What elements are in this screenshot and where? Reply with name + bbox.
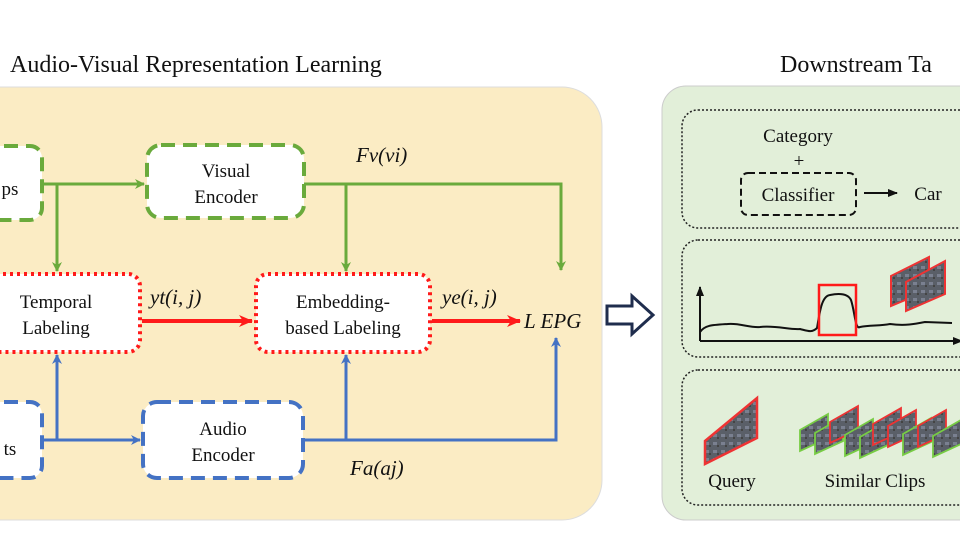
svg-text:Category: Category <box>763 126 833 147</box>
transfer-arrow-icon <box>605 292 656 338</box>
embedding-label-output: ye(i, j) <box>440 285 497 309</box>
svg-text:based Labeling: based Labeling <box>285 318 401 339</box>
svg-text:Visual: Visual <box>202 161 250 182</box>
svg-text:Encoder: Encoder <box>194 187 258 208</box>
temporal-labeling-box: Temporal Labeling <box>0 272 142 354</box>
detected-segment-box <box>817 283 858 337</box>
similar-clips <box>799 404 960 460</box>
classification-task: Category + Classifier Car <box>681 109 960 229</box>
svg-text:Encoder: Encoder <box>191 445 255 466</box>
svg-text:+: + <box>794 151 805 172</box>
svg-text:Embedding-: Embedding- <box>296 292 390 313</box>
svg-text:Audio: Audio <box>199 419 247 440</box>
audio-flow-arrows <box>42 337 561 445</box>
query-clip <box>703 395 759 467</box>
localization-task <box>681 239 960 358</box>
representation-learning-panel: Audio-Visual Representation Learning ps <box>0 52 603 521</box>
svg-text:Labeling: Labeling <box>22 318 90 339</box>
audio-encoder-box: Audio Encoder <box>141 400 305 480</box>
segment-frames <box>890 255 946 313</box>
svg-text:Temporal: Temporal <box>20 292 93 313</box>
visual-encoder-box: Visual Encoder <box>145 143 306 220</box>
audio-clips-box: ts <box>0 400 44 480</box>
similar-clip-thumbnail <box>932 419 960 459</box>
epg-loss-label: L EPG <box>523 309 581 333</box>
right-panel-title: Downstream Ta <box>780 52 932 78</box>
visual-flow-arrows <box>42 179 566 272</box>
svg-text:Car: Car <box>914 184 942 205</box>
visual-feature-label: Fv(vi) <box>355 143 407 167</box>
svg-text:ts: ts <box>4 439 17 460</box>
video-clips-box: ps <box>0 144 44 222</box>
score-curve <box>699 293 953 333</box>
svg-text:Similar Clips: Similar Clips <box>825 471 926 492</box>
downstream-tasks-panel: Downstream Ta Category + Classifier Car <box>661 52 960 521</box>
embedding-labeling-box: Embedding- based Labeling <box>254 272 432 354</box>
retrieval-task: Query Similar Clips <box>681 369 960 506</box>
svg-text:ps: ps <box>2 179 19 200</box>
classifier-box <box>740 172 857 216</box>
audio-feature-label: Fa(aj) <box>349 456 404 480</box>
temporal-label-output: yt(i, j) <box>148 285 201 309</box>
left-panel-title: Audio-Visual Representation Learning <box>10 52 382 78</box>
svg-text:Classifier: Classifier <box>762 185 835 206</box>
svg-text:Query: Query <box>708 471 756 492</box>
